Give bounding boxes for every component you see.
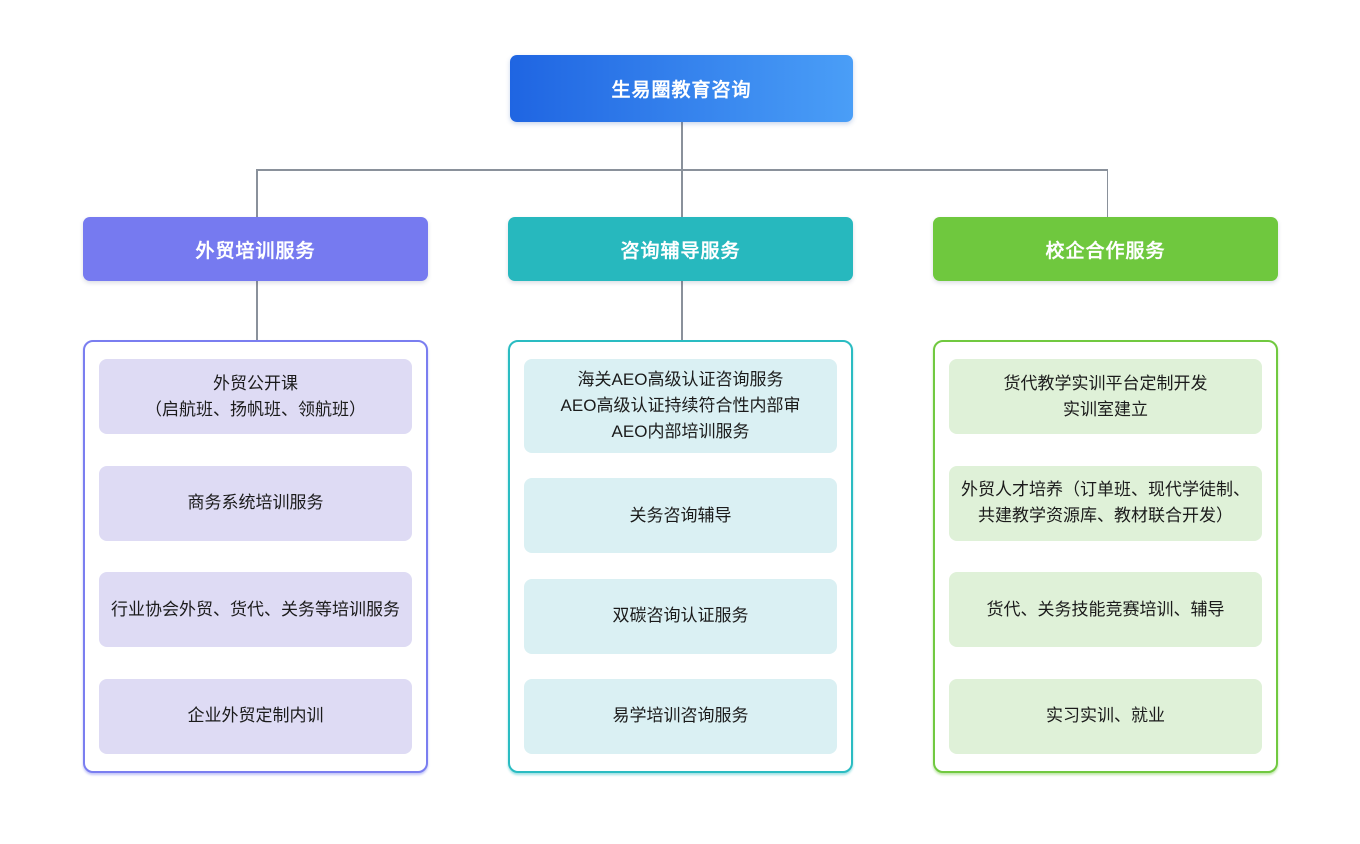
branch-header-label: 咨询辅导服务 <box>620 240 741 262</box>
connector-root-to-bus <box>681 122 683 170</box>
leaf-item: 商务系统培训服务 <box>99 465 412 541</box>
branch-header-label: 校企合作服务 <box>1045 240 1166 262</box>
leaf-item: 货代、关务技能竞赛培训、辅导 <box>949 572 1262 648</box>
leaf-item: 海关AEO高级认证咨询服务 AEO高级认证持续符合性内部审 AEO内部培训服务 <box>524 359 837 453</box>
leaf-item: 企业外贸定制内训 <box>99 678 412 754</box>
leaf-item: 外贸公开课 （启航班、扬帆班、领航班） <box>99 359 412 434</box>
branch-box-foreign-trade-training: 外贸公开课 （启航班、扬帆班、领航班） 商务系统培训服务 行业协会外贸、货代、关… <box>83 340 428 773</box>
connector-bus-to-branch-1 <box>256 169 258 217</box>
branch-header-consulting-coaching: 咨询辅导服务 <box>508 217 853 281</box>
root-node-label: 生易圈教育咨询 <box>611 80 752 101</box>
branch-header-label: 外贸培训服务 <box>195 240 316 262</box>
leaf-item: 易学培训咨询服务 <box>524 678 837 754</box>
branch-box-school-enterprise-cooperation: 货代教学实训平台定制开发 实训室建立 外贸人才培养（订单班、现代学徒制、共建教学… <box>933 340 1278 773</box>
leaf-item: 外贸人才培养（订单班、现代学徒制、共建教学资源库、教材联合开发） <box>949 465 1262 541</box>
leaf-item: 货代教学实训平台定制开发 实训室建立 <box>949 359 1262 434</box>
connector-bus-to-branch-2 <box>681 169 683 217</box>
branch-header-school-enterprise-cooperation: 校企合作服务 <box>933 217 1278 281</box>
connector-branch-2-to-box <box>681 281 683 340</box>
branch-header-foreign-trade-training: 外贸培训服务 <box>83 217 428 281</box>
leaf-item: 双碳咨询认证服务 <box>524 578 837 654</box>
branch-box-consulting-coaching: 海关AEO高级认证咨询服务 AEO高级认证持续符合性内部审 AEO内部培训服务 … <box>508 340 853 773</box>
leaf-item: 行业协会外贸、货代、关务等培训服务 <box>99 572 412 648</box>
leaf-item: 实习实训、就业 <box>949 678 1262 754</box>
connector-bus-to-branch-3 <box>1106 169 1108 217</box>
root-node: 生易圈教育咨询 <box>510 55 853 122</box>
leaf-item: 关务咨询辅导 <box>524 478 837 554</box>
connector-branch-1-to-box <box>256 281 258 340</box>
